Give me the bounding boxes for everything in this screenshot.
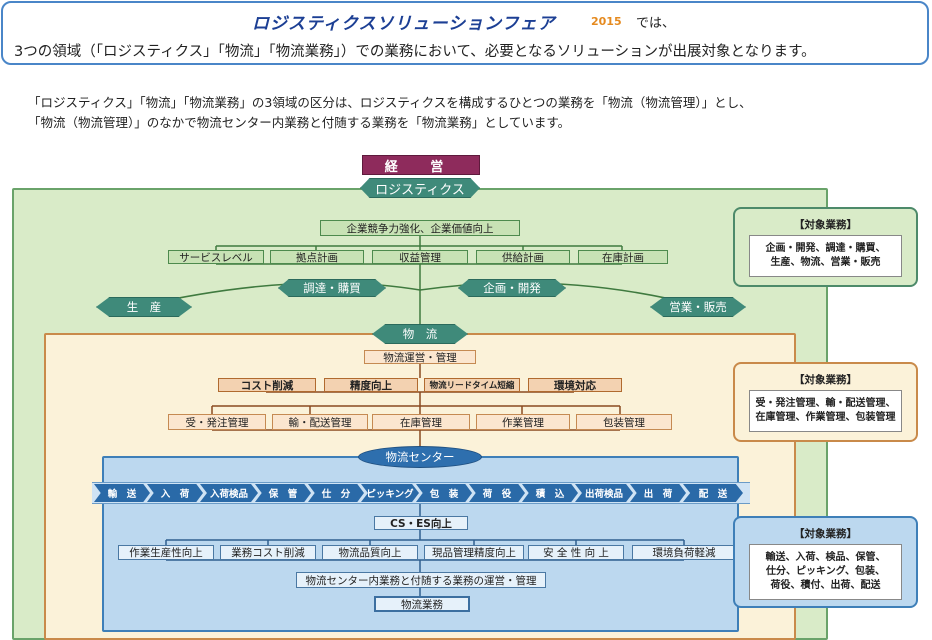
side-panel-title: 【対象業務】 (794, 374, 857, 386)
side-panel-line: 輸送、入荷、検品、保管、 (765, 552, 886, 563)
side-panel-content: 受・発注管理、輸・配送管理、 在庫管理、作業管理、包装管理 (749, 390, 902, 432)
flow-step-packing: 包 装 (416, 484, 472, 502)
fair-name: ロジスティクスソリューションフェア (252, 14, 556, 34)
intro-line-1: 「ロジスティクス」「物流」「物流業務」の3領域の区分は、ロジスティクスを構成する… (28, 95, 752, 110)
improvement-quality: 物流品質向上 (322, 545, 418, 560)
improvement-stock-accuracy: 現品管理精度向上 (424, 545, 524, 560)
header-description: 3つの領域（「ロジスティクス」「物流」「物流業務」）での業務において、必要となる… (14, 44, 816, 60)
planning-label: 企画・開発 (458, 279, 566, 297)
distribution-center-label: 物流センター (358, 446, 482, 468)
flow-step-loading: 積 込 (522, 484, 578, 502)
function-inventory-management: 在庫管理 (372, 414, 470, 430)
improvement-environment: 環境負荷軽減 (632, 545, 736, 560)
side-panel-line: 在庫管理、作業管理、包装管理 (755, 412, 896, 423)
improvement-cost: 業務コスト削減 (220, 545, 316, 560)
intro-line-2: 「物流（物流管理）」のなかで物流センター内業務と付随する業務を「物流業務」として… (28, 115, 571, 130)
function-order-management: 受・発注管理 (168, 414, 266, 430)
distribution-label: 物 流 (372, 324, 468, 344)
side-panel-line: 企画・開発、調達・購買、 (765, 243, 886, 254)
flow-step-receiving: 入 荷 (147, 484, 203, 502)
side-panel-content: 企画・開発、調達・購買、 生産、物流、営業・販売 (749, 235, 902, 277)
side-panel-distribution: 【対象業務】 受・発注管理、輸・配送管理、 在庫管理、作業管理、包装管理 (733, 362, 918, 442)
side-panel-logistics: 【対象業務】 企画・開発、調達・購買、 生産、物流、営業・販売 (733, 207, 918, 287)
side-panel-title: 【対象業務】 (794, 528, 857, 540)
flow-step-shipping-inspection: 出荷検品 (575, 484, 633, 502)
flow-step-delivery: 配 送 (683, 484, 743, 502)
production-label: 生 産 (96, 297, 192, 317)
side-panel-line: 受・発注管理、輸・配送管理、 (755, 398, 896, 409)
side-panel-title: 【対象業務】 (794, 219, 857, 231)
function-packaging-management: 包装管理 (576, 414, 672, 430)
improvement-productivity: 作業生産性向上 (118, 545, 214, 560)
side-panel-line: 荷役、積付、出荷、配送 (770, 580, 881, 591)
aim-environment: 環境対応 (528, 378, 622, 392)
flow-step-receiving-inspection: 入荷検品 (200, 484, 258, 502)
flow-step-transport: 輸 送 (94, 484, 150, 502)
aim-accuracy: 精度向上 (324, 378, 418, 392)
aim-cost-reduction: コスト削減 (218, 378, 316, 392)
item-inventory-planning: 在庫計画 (578, 250, 668, 264)
flow-step-shipping: 出 荷 (630, 484, 686, 502)
item-supply-planning: 供給計画 (476, 250, 570, 264)
side-panel-content: 輸送、入荷、検品、保管、 仕分、ピッキング、包装、 荷役、積付、出荷、配送 (749, 544, 902, 600)
center-operations-box: 物流センター内業務と付随する業務の運営・管理 (296, 572, 546, 588)
flow-step-handling: 荷 役 (469, 484, 525, 502)
logistics-operations-label: 物流業務 (374, 596, 470, 612)
logistics-label: ロジスティクス (360, 178, 480, 198)
item-service-level: サービスレベル (168, 250, 264, 264)
fair-suffix: では、 (636, 16, 676, 31)
improvement-safety: 安 全 性 向 上 (528, 545, 624, 560)
procurement-label: 調達・購買 (278, 279, 386, 297)
sales-label: 営業・販売 (650, 297, 746, 317)
flow-step-picking: ピッキング (361, 484, 419, 502)
aim-lead-time: 物流リードタイム短縮 (424, 378, 520, 392)
flow-step-sorting: 仕 分 (308, 484, 364, 502)
side-panel-center: 【対象業務】 輸送、入荷、検品、保管、 仕分、ピッキング、包装、 荷役、積付、出… (733, 516, 918, 608)
goal-box: 企業競争力強化、企業価値向上 (320, 220, 520, 236)
function-work-management: 作業管理 (476, 414, 570, 430)
function-delivery-management: 輸・配送管理 (272, 414, 368, 430)
management-box: 経 営 (362, 155, 480, 175)
side-panel-line: 生産、物流、営業・販売 (770, 257, 881, 268)
header-banner (1, 1, 929, 65)
fair-year: 2015 (591, 15, 622, 28)
item-site-planning: 拠点計画 (270, 250, 364, 264)
item-profit-management: 収益管理 (372, 250, 468, 264)
flow-step-storage: 保 管 (255, 484, 311, 502)
cs-es-box: CS・ES向上 (374, 516, 468, 530)
distribution-operations-box: 物流運営・管理 (364, 350, 476, 364)
side-panel-line: 仕分、ピッキング、包装、 (766, 566, 885, 577)
